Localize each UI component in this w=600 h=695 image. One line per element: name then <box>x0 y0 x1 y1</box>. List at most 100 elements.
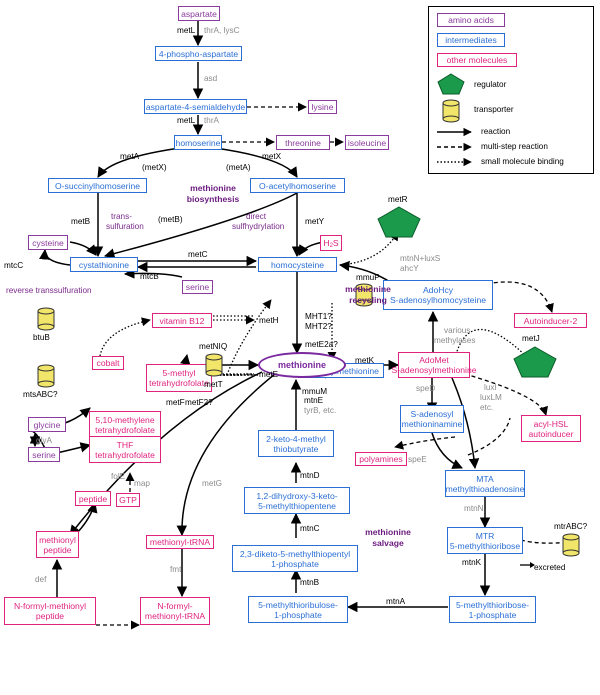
label-metX-left: (metX) <box>142 163 167 172</box>
node-isoleucine-label: isoleucine <box>347 137 387 148</box>
node-ribulose-label-2: 1-phosphate <box>274 609 322 620</box>
legend-regulator-icon <box>437 73 465 95</box>
node-acyl-hsl-label-2: autoinducer <box>528 428 574 439</box>
label-metB-paren: (metB) <box>158 215 183 224</box>
label-speE: speE <box>408 455 427 464</box>
node-2-keto-label-2: thiobutyrate <box>273 443 319 454</box>
node-methionine[interactable]: methionine <box>258 352 346 378</box>
node-serine-top[interactable]: serine <box>182 280 213 294</box>
node-cystathionine-label: cystathionine <box>78 259 130 270</box>
node-glycine[interactable]: glycine <box>28 417 66 432</box>
node-autoinducer-2-label: Autoinducer-2 <box>523 315 578 326</box>
node-isoleucine[interactable]: isoleucine <box>345 135 389 150</box>
node-methylene-thf-label-2: tetrahydrofolate <box>95 425 155 435</box>
node-polyamines-label: polyamines <box>359 454 403 464</box>
node-homoserine[interactable]: homoserine <box>174 135 222 150</box>
node-vitamin-b12[interactable]: vitamin B12 <box>152 313 212 328</box>
label-metH: metH <box>259 316 279 325</box>
node-lysine[interactable]: lysine <box>308 100 337 114</box>
node-ribose-1-phosphate[interactable]: 5-methylthioribose-1-phosphate <box>449 596 536 623</box>
node-dihydroxy-label-1: 1,2-dihydroxy-3-keto- <box>256 490 338 501</box>
node-s-adenosyl-label-1: S-adenosyl <box>410 409 454 419</box>
label-mtnA: mtnA <box>386 597 406 606</box>
excreted-arrow-icon <box>520 562 535 568</box>
node-autoinducer-2[interactable]: Autoinducer-2 <box>514 313 587 328</box>
legend-reaction-label: reaction <box>481 127 511 136</box>
label-mtnN: mtnN <box>464 504 484 513</box>
node-dihydroxy-keto-pentene[interactable]: 1,2-dihydroxy-3-keto-5-methylthiopentene <box>244 487 350 514</box>
node-ribulose-1-phosphate[interactable]: 5-methylthioribulose-1-phosphate <box>248 596 348 623</box>
node-gtp-label: GTP <box>119 495 137 505</box>
node-cobalt[interactable]: cobalt <box>92 356 124 370</box>
metNIQ-transporter-icon[interactable] <box>205 353 223 377</box>
node-o-succinylhomoserine-label: O-succinylhomoserine <box>54 180 140 191</box>
node-aspartate[interactable]: aspartate <box>178 6 220 21</box>
node-homocysteine[interactable]: homocysteine <box>258 257 337 272</box>
legend-intermediates: intermediates <box>437 33 505 47</box>
mtsABC-transporter-icon[interactable] <box>37 364 55 388</box>
mtrABC-transporter-icon[interactable] <box>562 533 580 557</box>
label-trans-2: sulfuration <box>106 222 144 231</box>
legend-panel: amino acids intermediates other molecule… <box>428 6 594 174</box>
node-methionyl-trna[interactable]: methionyl-tRNA <box>146 535 214 549</box>
btuB-transporter-icon[interactable] <box>37 307 55 331</box>
node-peptide[interactable]: peptide <box>75 491 111 506</box>
label-metY: metY <box>305 217 325 226</box>
metR-regulator-icon[interactable] <box>377 206 421 238</box>
title-recycling-2: recycling <box>349 295 387 305</box>
node-vitamin-b12-label: vitamin B12 <box>159 315 205 326</box>
label-mmuP: mmuP <box>356 273 380 282</box>
label-metL-2: metL <box>177 116 196 125</box>
legend-multi-step-label: multi-step reaction <box>481 142 548 151</box>
label-metG: metG <box>202 479 223 488</box>
title-recycling-1: methionine <box>345 284 391 294</box>
node-threonine-label: threonine <box>285 137 321 148</box>
label-mht2: MHT2? <box>305 322 332 331</box>
node-serine-top-label: serine <box>185 282 210 292</box>
node-thf-label-1: THF <box>116 439 134 450</box>
node-o-acetylhomoserine[interactable]: O-acetylhomoserine <box>250 178 345 193</box>
legend-intermediates-label: intermediates <box>445 35 497 45</box>
label-trans-1: trans- <box>111 212 132 221</box>
node-cysteine[interactable]: cysteine <box>28 235 68 250</box>
node-aspartate-4-semialdehyde[interactable]: aspartate-4-semialdehyde <box>144 99 247 114</box>
label-metC: metC <box>188 250 208 259</box>
label-thrA-lysC: thrA, lysC <box>204 26 240 35</box>
node-n-formyl-methionyl-trna[interactable]: N-formyl-methionyl-tRNA <box>140 597 210 625</box>
metJ-regulator-icon[interactable] <box>513 346 557 378</box>
label-mtcB: mtcB <box>140 272 159 281</box>
node-polyamines[interactable]: polyamines <box>355 452 407 466</box>
label-map: map <box>134 479 150 488</box>
node-gtp[interactable]: GTP <box>116 493 140 507</box>
node-cystathionine[interactable]: cystathionine <box>70 257 138 272</box>
label-metK: metK <box>355 356 375 365</box>
label-various: various <box>444 326 471 335</box>
node-o-acetylhomoserine-label: O-acetylhomoserine <box>259 180 336 191</box>
mmuP-transporter-icon[interactable] <box>355 283 373 307</box>
label-mtrABC: mtrABC? <box>554 522 588 531</box>
label-metA-right: (metA) <box>226 163 251 172</box>
node-serine-mid[interactable]: serine <box>28 447 60 462</box>
label-metR: metR <box>388 195 408 204</box>
node-o-succinylhomoserine[interactable]: O-succinylhomoserine <box>48 178 147 193</box>
node-lysine-label: lysine <box>311 102 334 112</box>
node-4-phospho-aspartate[interactable]: 4-phospho-aspartate <box>155 46 242 61</box>
node-methylene-thf-label-1: 5,10-methylene <box>95 415 155 425</box>
label-metE: metE <box>259 370 279 379</box>
node-ribose-label-1: 5-methylthioribose- <box>455 599 530 610</box>
node-threonine[interactable]: threonine <box>276 135 330 150</box>
